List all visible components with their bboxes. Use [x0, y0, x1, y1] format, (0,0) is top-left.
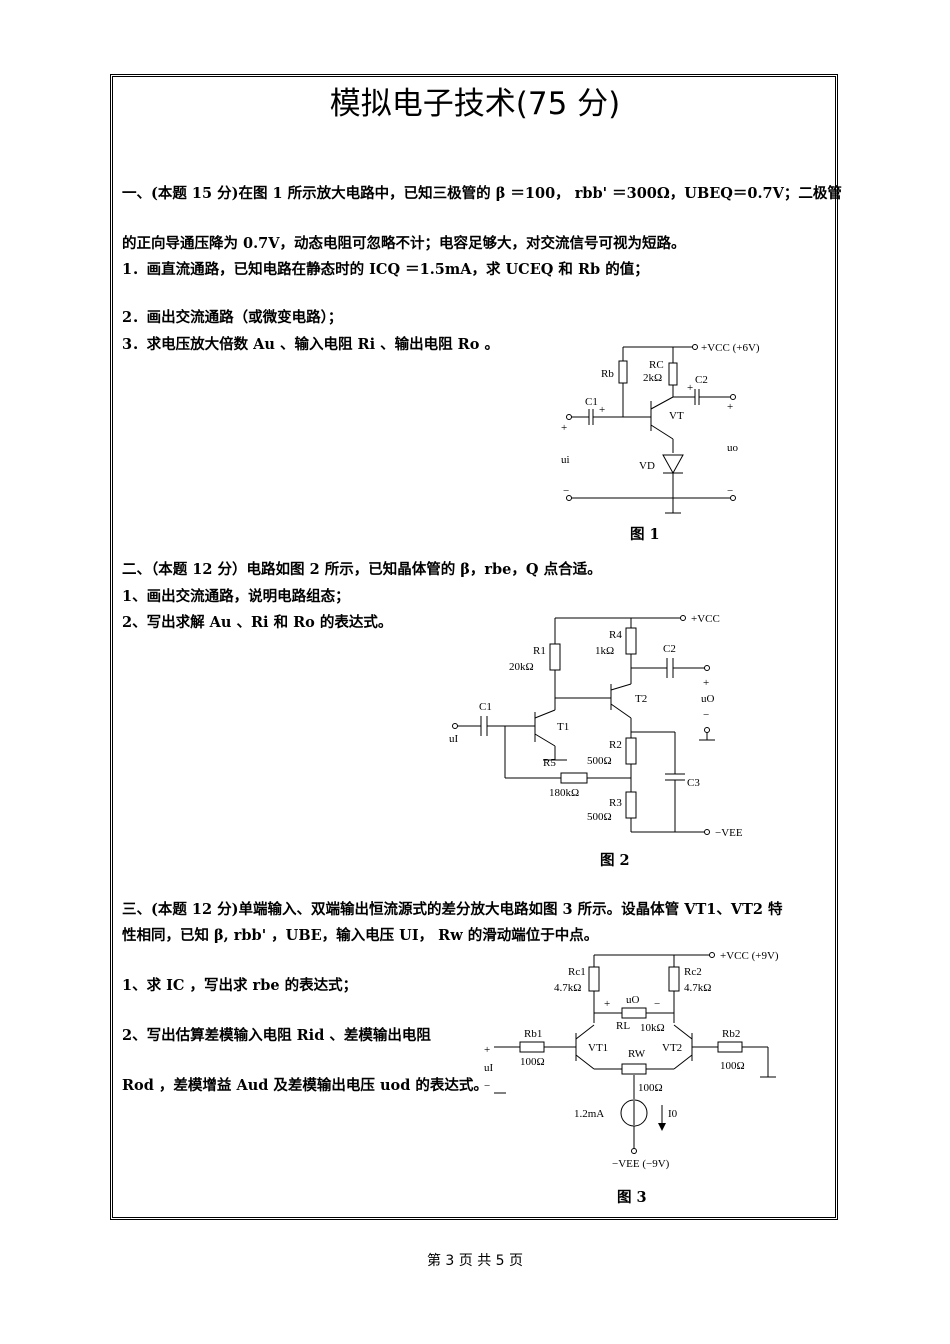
svg-text:500Ω: 500Ω	[587, 811, 612, 823]
figure-3-caption: 图 3	[617, 1189, 647, 1206]
svg-text:VT: VT	[669, 410, 684, 422]
q1-line-3: 1．画直流通路，已知电路在静态时的 ICQ ＝1.5mA，求 UCEQ 和 Rb…	[122, 261, 649, 278]
svg-text:−VEE: −VEE	[715, 827, 743, 839]
svg-text:−: −	[654, 998, 660, 1010]
svg-text:1kΩ: 1kΩ	[595, 645, 614, 657]
svg-text:+VCC: +VCC	[691, 613, 720, 625]
svg-text:RC: RC	[649, 359, 664, 371]
svg-text:I0: I0	[668, 1108, 678, 1120]
figure-1-circuit: +VCC (+6V) Rb RC 2kΩ C2 + + VT C1 + + VD…	[561, 342, 760, 514]
svg-text:T2: T2	[635, 693, 647, 705]
q2-line-2: 1、画出交流通路，说明电路组态；	[122, 588, 350, 605]
page-number: 第 3 页 共 5 页	[426, 1253, 524, 1269]
page-title: 模拟电子技术(75 分)	[329, 86, 621, 122]
q1-line-5: 3．求电压放大倍数 Au 、输入电阻 Ri 、输出电阻 Ro 。	[122, 336, 499, 353]
svg-text:+: +	[703, 677, 709, 689]
svg-text:+VCC (+6V): +VCC (+6V)	[701, 342, 760, 354]
svg-text:+: +	[599, 404, 605, 416]
svg-text:100Ω: 100Ω	[720, 1060, 745, 1072]
svg-text:RL: RL	[616, 1020, 630, 1032]
svg-text:+: +	[561, 422, 567, 434]
svg-text:100Ω: 100Ω	[520, 1056, 545, 1068]
svg-text:C1: C1	[479, 701, 492, 713]
svg-text:+VCC (+9V): +VCC (+9V)	[720, 950, 779, 962]
svg-text:Rc2: Rc2	[684, 966, 702, 978]
svg-text:10kΩ: 10kΩ	[640, 1022, 665, 1034]
svg-text:+: +	[604, 998, 610, 1010]
svg-text:C3: C3	[687, 777, 700, 789]
q1-line-1: 一、(本题 15 分)在图 1 所示放大电路中，已知三极管的 β ＝100， r…	[122, 185, 842, 202]
svg-text:Rb2: Rb2	[722, 1028, 740, 1040]
svg-text:4.7kΩ: 4.7kΩ	[684, 982, 711, 994]
svg-text:VT2: VT2	[662, 1042, 682, 1054]
svg-text:ui: ui	[561, 454, 570, 466]
svg-text:20kΩ: 20kΩ	[509, 661, 534, 673]
figure-3-circuit: +VCC (+9V) Rc1 4.7kΩ Rc2 4.7kΩ uO + − RL…	[484, 950, 779, 1170]
svg-text:−: −	[703, 709, 709, 721]
figure-2-circuit: +VCC R1 20kΩ R4 1kΩ C2 + uO T2 T1 uI C1 …	[449, 613, 743, 839]
svg-text:uo: uo	[727, 442, 739, 454]
svg-text:R2: R2	[609, 739, 622, 751]
q3-line-2: 性相同，已知 β, rbb' ，UBE，输入电压 UI， Rw 的滑动端位于中点…	[122, 927, 599, 944]
svg-text:uI: uI	[449, 733, 459, 745]
svg-text:2kΩ: 2kΩ	[643, 372, 662, 384]
svg-text:−: −	[727, 485, 733, 497]
svg-text:R5: R5	[543, 757, 556, 769]
figure-1-caption: 图 1	[630, 526, 660, 543]
svg-text:4.7kΩ: 4.7kΩ	[554, 982, 581, 994]
svg-text:R1: R1	[533, 645, 546, 657]
svg-text:T1: T1	[557, 721, 569, 733]
svg-text:uO: uO	[701, 693, 715, 705]
svg-text:VD: VD	[639, 460, 655, 472]
page-border	[110, 74, 838, 1220]
svg-text:RW: RW	[628, 1048, 646, 1060]
svg-text:C2: C2	[695, 374, 708, 386]
q1-line-2: 的正向导通压降为 0.7V，动态电阻可忽略不计；电容足够大，对交流信号可视为短路…	[122, 235, 686, 252]
svg-text:Rb: Rb	[601, 368, 614, 380]
q2-line-3: 2、写出求解 Au 、Ri 和 Ro 的表达式。	[122, 614, 393, 631]
svg-text:C1: C1	[585, 396, 598, 408]
q3-line-5: Rod ，差模增益 Aud 及差模输出电压 uod 的表达式。	[122, 1077, 488, 1094]
svg-text:100Ω: 100Ω	[638, 1082, 663, 1094]
svg-text:−VEE (−9V): −VEE (−9V)	[612, 1158, 670, 1170]
svg-text:R4: R4	[609, 629, 622, 641]
svg-text:Rc1: Rc1	[568, 966, 586, 978]
q3-line-1: 三、(本题 12 分)单端输入、双端输出恒流源式的差分放大电路如图 3 所示。设…	[122, 901, 783, 918]
svg-text:1.2mA: 1.2mA	[574, 1108, 604, 1120]
svg-text:+: +	[687, 382, 693, 394]
svg-text:uI: uI	[484, 1062, 494, 1074]
svg-text:C2: C2	[663, 643, 676, 655]
q1-line-4: 2．画出交流通路（或微变电路）；	[122, 309, 343, 326]
svg-text:180kΩ: 180kΩ	[549, 787, 579, 799]
q3-line-4: 2、写出估算差模输入电阻 Rid 、差模输出电阻	[122, 1027, 431, 1044]
svg-text:500Ω: 500Ω	[587, 755, 612, 767]
q3-line-3: 1、求 IC ，写出求 rbe 的表达式；	[122, 977, 358, 994]
svg-text:−: −	[484, 1080, 490, 1092]
svg-text:Rb1: Rb1	[524, 1028, 542, 1040]
svg-text:−: −	[563, 485, 569, 497]
svg-text:VT1: VT1	[588, 1042, 608, 1054]
figure-2-caption: 图 2	[600, 852, 630, 869]
svg-text:uO: uO	[626, 994, 640, 1006]
q2-line-1: 二、（本题 12 分）电路如图 2 所示，已知晶体管的 β，rbe，Q 点合适。	[122, 561, 602, 578]
svg-text:R3: R3	[609, 797, 622, 809]
svg-text:+: +	[484, 1044, 490, 1056]
svg-text:+: +	[727, 401, 733, 413]
